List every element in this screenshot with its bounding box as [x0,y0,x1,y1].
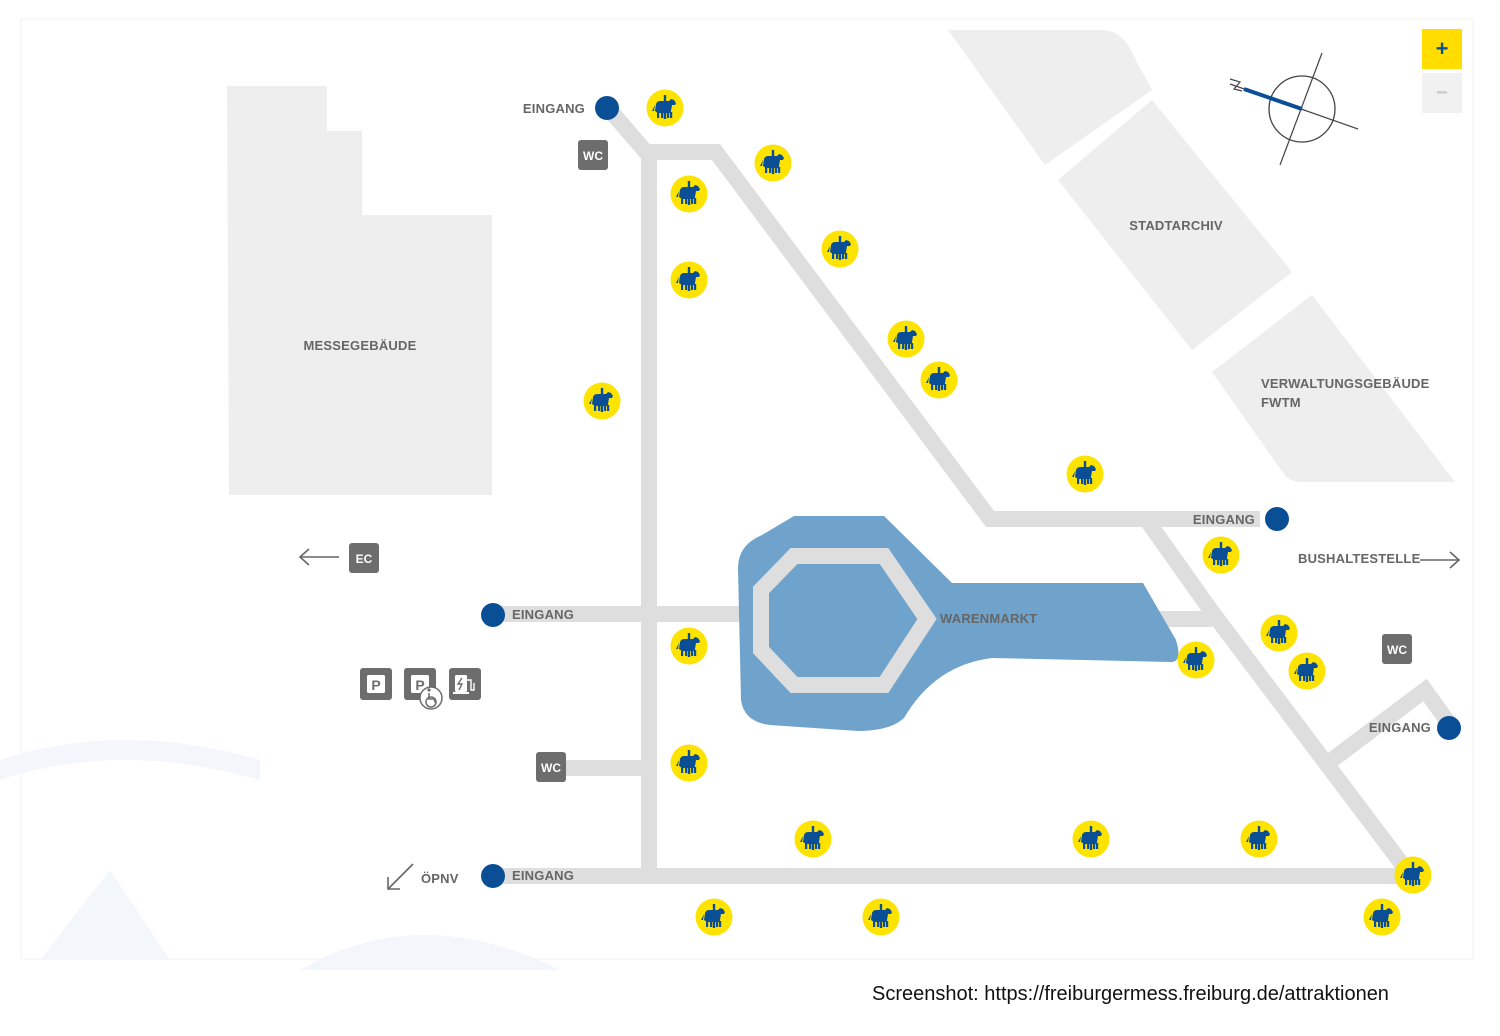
carousel-horse-icon[interactable] [920,361,958,399]
label-entrance: EINGANG [1193,512,1255,527]
label-messegebaeude: MESSEGEBÄUDE [304,338,417,353]
carousel-horse-icon[interactable] [1202,536,1240,574]
carousel-horse-icon[interactable] [1177,641,1215,679]
wheelchair-icon [419,686,443,710]
building-stadtarchiv [1058,100,1292,350]
watermark-shape [40,870,170,960]
carousel-horse-icon[interactable] [1072,820,1110,858]
arrow-left-icon [298,548,339,566]
zoom-out-button[interactable]: − [1422,73,1462,113]
label-stadtarchiv: STADTARCHIV [1129,218,1223,233]
entrance-marker[interactable] [481,864,505,888]
wc-marker[interactable]: WC [1382,634,1412,664]
carousel-horse-icon[interactable] [862,898,900,936]
watermark-shape [300,935,560,970]
carousel-horse-icon[interactable] [1288,652,1326,690]
wc-marker[interactable]: WC [578,140,608,170]
carousel-horse-icon[interactable] [1066,455,1104,493]
ev-charging-icon[interactable] [449,668,481,700]
parking-label: P [371,677,380,693]
label-oepnv: ÖPNV [421,871,459,886]
carousel-horse-icon[interactable] [670,261,708,299]
entrance-markers [481,96,1461,888]
entrance-marker[interactable] [481,603,505,627]
parking-disabled-marker[interactable]: P [404,668,443,710]
wc-label: WC [583,149,603,163]
label-entrance: EINGANG [1369,720,1431,735]
entrance-marker[interactable] [595,96,619,120]
carousel-horse-icon[interactable] [887,320,925,358]
ec-marker[interactable]: EC [349,543,379,573]
label-verwaltung: VERWALTUNGSGEBÄUDE [1261,376,1430,391]
building-verwaltung [1212,295,1455,482]
label-entrance: EINGANG [512,607,574,622]
carousel-horse-icon[interactable] [754,144,792,182]
label-bushaltestelle: BUSHALTESTELLE [1298,551,1421,566]
building-messegebaeude [227,86,492,495]
carousel-horse-icon[interactable] [794,820,832,858]
arrow-right-icon [1420,551,1461,569]
watermark-shape [0,740,260,780]
building-top [948,30,1152,165]
carousel-horse-icon[interactable] [583,382,621,420]
carousel-horse-icon[interactable] [670,175,708,213]
carousel-horse-icon[interactable] [670,744,708,782]
carousel-horse-icon[interactable] [695,898,733,936]
label-verwaltung-fwtm: FWTM [1261,395,1301,410]
zoom-in-button[interactable]: + [1422,29,1462,69]
carousel-horse-icon[interactable] [670,627,708,665]
carousel-horse-icon[interactable] [646,89,684,127]
carousel-horse-icon[interactable] [1240,820,1278,858]
wc-marker[interactable]: WC [536,752,566,782]
arrow-down-left-icon [387,863,414,890]
pond-ring-path [753,548,937,693]
carousel-horse-icon[interactable] [821,230,859,268]
parking-disabled-label: P [415,677,424,693]
entrance-marker[interactable] [1437,716,1461,740]
entrance-marker[interactable] [1265,507,1289,531]
ec-label: EC [356,552,373,566]
label-entrance: EINGANG [512,868,574,883]
carousel-horse-icon[interactable] [1394,856,1432,894]
label-warenmarkt: WARENMARKT [940,611,1037,626]
label-entrance: EINGANG [523,101,585,116]
carousel-horse-icon[interactable] [1260,614,1298,652]
compass-icon [1229,52,1359,166]
wc-label: WC [1387,643,1407,657]
parking-marker[interactable]: P [360,668,392,700]
screenshot-credit: Screenshot: https://freiburgermess.freib… [872,983,1389,1005]
carousel-horse-icon[interactable] [1363,898,1401,936]
wc-label: WC [541,761,561,775]
